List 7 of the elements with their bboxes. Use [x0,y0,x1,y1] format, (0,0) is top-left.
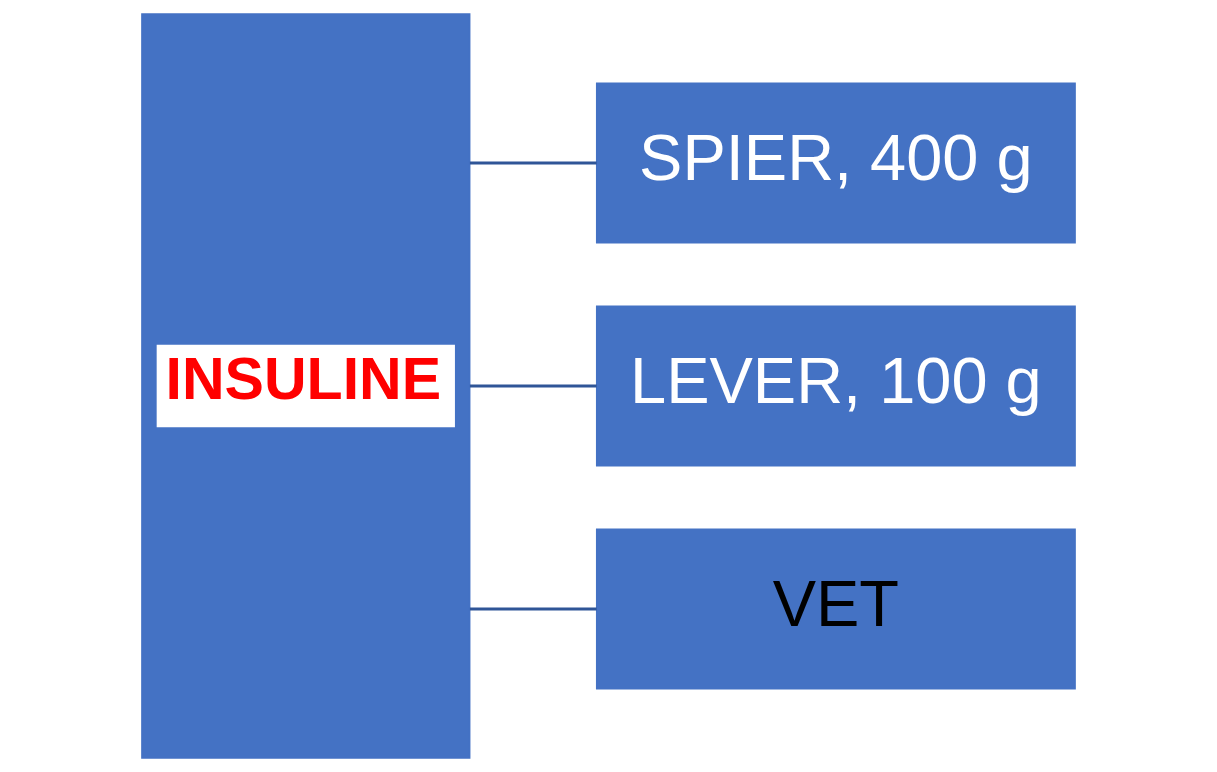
node-box: INSULINE [141,13,471,759]
node-box: SPIER, 400 g [595,82,1076,244]
node-box: VET [595,528,1076,690]
connector [469,384,597,388]
node-box: LEVER, 100 g [595,305,1076,467]
connector [469,161,597,165]
connector [469,607,597,611]
